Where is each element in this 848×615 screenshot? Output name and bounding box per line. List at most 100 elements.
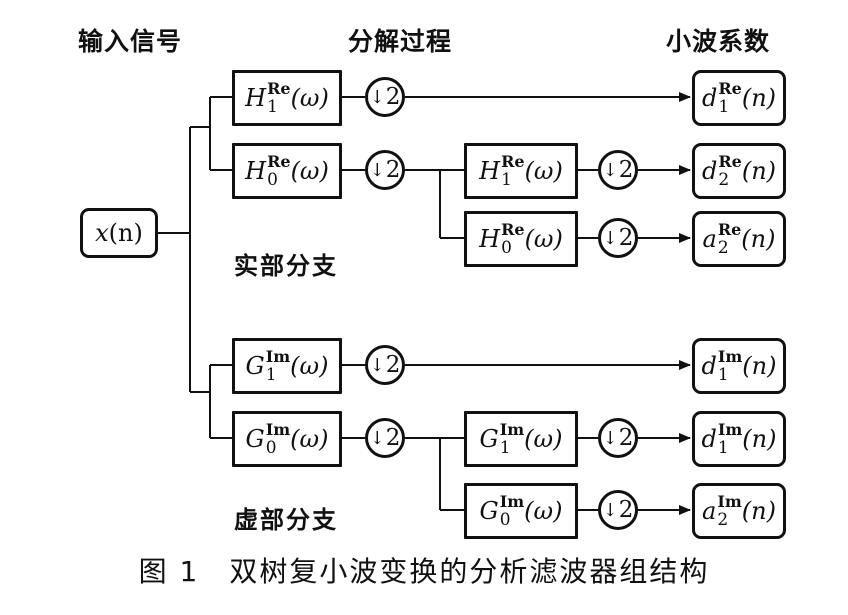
coef-argument: (n) bbox=[741, 157, 777, 185]
filter-superscript: Im bbox=[265, 346, 291, 366]
filter-superscript: Im bbox=[265, 419, 291, 439]
filter-argument: (ω) bbox=[524, 225, 563, 253]
downsample-factor: 2 bbox=[385, 352, 401, 378]
coef-subscript: 2 bbox=[718, 169, 730, 190]
filter-subscript: 0 bbox=[265, 437, 277, 458]
coef-symbol: d bbox=[701, 157, 718, 185]
downsampler-imag-l2-top: ↓2 bbox=[598, 418, 638, 458]
filter-argument: (ω) bbox=[290, 425, 329, 453]
downsample-factor: 2 bbox=[618, 425, 634, 451]
filter-argument: (ω) bbox=[524, 157, 563, 185]
filter-argument: (ω) bbox=[290, 84, 329, 112]
filter-symbol: H bbox=[245, 84, 267, 112]
coef-symbol: a bbox=[702, 497, 717, 525]
downsample-arrow-icon: ↓ bbox=[602, 227, 618, 249]
downsample-factor: 2 bbox=[618, 157, 634, 183]
input-var: x bbox=[95, 219, 109, 247]
coef-subscript: 2 bbox=[717, 237, 729, 258]
header-input-signal: 输入信号 bbox=[78, 27, 183, 56]
downsample-arrow-icon: ↓ bbox=[602, 499, 618, 521]
filter-subscript: 0 bbox=[499, 509, 511, 530]
real-branch-label: 实部分支 bbox=[234, 252, 338, 280]
filter-symbol: G bbox=[479, 425, 499, 453]
coef-superscript: Im bbox=[717, 419, 743, 439]
downsampler-real-l1-top: ↓2 bbox=[365, 77, 405, 117]
filter-argument: (ω) bbox=[524, 497, 563, 525]
downsample-arrow-icon: ↓ bbox=[369, 159, 385, 181]
filter-subscript: 1 bbox=[267, 96, 278, 117]
downsampler-imag-l2-bottom: ↓2 bbox=[598, 490, 638, 530]
downsample-factor: 2 bbox=[385, 157, 401, 183]
downsampler-real-l1-bottom: ↓2 bbox=[365, 150, 405, 190]
coef-superscript: Re bbox=[718, 78, 742, 98]
coef-symbol: a bbox=[702, 225, 717, 253]
filter-superscript: Im bbox=[499, 419, 525, 439]
coef-symbol: d bbox=[701, 84, 718, 112]
downsample-factor: 2 bbox=[385, 84, 401, 110]
filter-symbol: H bbox=[479, 225, 501, 253]
coef-superscript: Re bbox=[718, 151, 742, 171]
filter-superscript: Re bbox=[501, 219, 525, 239]
downsample-factor: 2 bbox=[618, 225, 634, 251]
downsample-arrow-icon: ↓ bbox=[369, 427, 385, 449]
figure-caption: 图 1 双树复小波变换的分析滤波器组结构 bbox=[138, 555, 710, 588]
downsample-arrow-icon: ↓ bbox=[369, 86, 385, 108]
coef-subscript: 1 bbox=[717, 437, 729, 458]
coef-subscript: 1 bbox=[717, 364, 729, 385]
downsampler-real-l2-top: ↓2 bbox=[598, 150, 638, 190]
downsample-arrow-icon: ↓ bbox=[602, 159, 618, 181]
filter-subscript: 1 bbox=[501, 169, 512, 190]
filter-argument: (ω) bbox=[290, 157, 329, 185]
downsample-factor: 2 bbox=[385, 425, 401, 451]
coef-argument: (n) bbox=[742, 352, 777, 380]
downsample-arrow-icon: ↓ bbox=[369, 354, 385, 376]
coef-argument: (n) bbox=[742, 425, 777, 453]
filter-subscript: 0 bbox=[267, 169, 278, 190]
downsample-arrow-icon: ↓ bbox=[602, 427, 618, 449]
filter-subscript: 1 bbox=[499, 437, 511, 458]
filter-symbol: G bbox=[245, 352, 265, 380]
filter-symbol: G bbox=[245, 425, 265, 453]
input-arg: (n) bbox=[108, 219, 143, 247]
coef-superscript: Im bbox=[717, 491, 742, 511]
filter-symbol: G bbox=[479, 497, 499, 525]
coef-subscript: 2 bbox=[717, 509, 729, 530]
filter-superscript: Im bbox=[499, 491, 525, 511]
coef-superscript: Im bbox=[717, 346, 743, 366]
downsampler-real-l2-bottom: ↓2 bbox=[598, 218, 638, 258]
downsampler-imag-l1-top: ↓2 bbox=[365, 345, 405, 385]
coef-superscript: Re bbox=[717, 219, 742, 239]
coef-symbol: d bbox=[701, 352, 717, 380]
filter-subscript: 1 bbox=[265, 364, 277, 385]
filter-symbol: H bbox=[479, 157, 501, 185]
filter-argument: (ω) bbox=[524, 425, 563, 453]
coef-symbol: d bbox=[701, 425, 717, 453]
filter-superscript: Re bbox=[267, 151, 291, 171]
coef-subscript: 1 bbox=[718, 96, 730, 117]
header-wavelet-coefficients: 小波系数 bbox=[666, 27, 771, 56]
downsampler-imag-l1-bottom: ↓2 bbox=[365, 418, 405, 458]
downsample-factor: 2 bbox=[618, 497, 634, 523]
filter-symbol: H bbox=[245, 157, 267, 185]
coef-argument: (n) bbox=[741, 84, 777, 112]
coef-argument: (n) bbox=[741, 225, 776, 253]
input-signal-box: x(n) bbox=[80, 208, 158, 258]
coef-argument: (n) bbox=[741, 497, 776, 525]
filter-superscript: Re bbox=[501, 151, 525, 171]
filter-subscript: 0 bbox=[501, 237, 512, 258]
filter-superscript: Re bbox=[267, 78, 291, 98]
imag-branch-label: 虚部分支 bbox=[234, 506, 338, 534]
